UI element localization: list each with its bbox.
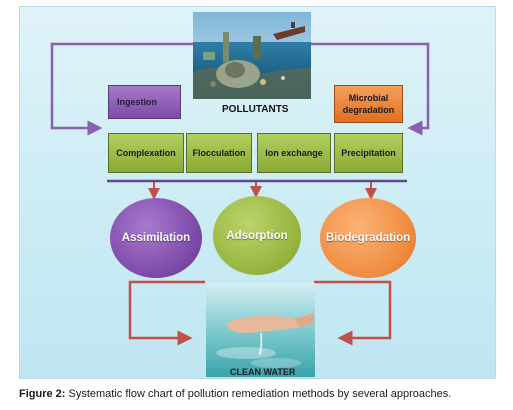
right-feed-arrow: [311, 42, 430, 136]
ion-exchange-label: Ion exchange: [265, 148, 323, 158]
complexation-box: Complexation: [108, 133, 184, 173]
flocculation-box: Flocculation: [186, 133, 252, 173]
pollutants-image: [193, 12, 311, 99]
biodegradation-ellipse: Biodegradation: [320, 198, 416, 278]
assimilation-label: Assimilation: [121, 232, 191, 244]
ingestion-label: Ingestion: [117, 97, 157, 107]
biodegradation-label: Biodegradation: [325, 232, 411, 244]
clean-water-label: CLEAN WATER: [230, 367, 296, 377]
figure-caption: Figure 2: Systematic flow chart of pollu…: [19, 388, 499, 400]
assimilation-ellipse: Assimilation: [110, 198, 202, 278]
caption-text: Systematic flow chart of pollution remed…: [65, 388, 452, 400]
ion-exchange-box: Ion exchange: [257, 133, 331, 173]
left-clean-arrow: [128, 280, 205, 346]
flocculation-label: Flocculation: [192, 148, 246, 158]
complexation-label: Complexation: [116, 148, 176, 158]
clean-water-image: [206, 283, 315, 377]
left-feed-arrow: [50, 42, 193, 136]
adsorption-ellipse: Adsorption: [213, 196, 301, 275]
microbial-degradation-box: Microbial degradation: [334, 85, 403, 123]
microbial-degradation-label: Microbial degradation: [342, 93, 395, 115]
caption-prefix: Figure 2:: [19, 388, 66, 400]
right-clean-arrow: [314, 280, 392, 346]
precipitation-label: Precipitation: [341, 148, 396, 158]
precipitation-box: Precipitation: [334, 133, 403, 173]
pollutants-label: POLLUTANTS: [222, 104, 289, 115]
adsorption-label: Adsorption: [226, 229, 288, 242]
ingestion-box: Ingestion: [108, 85, 181, 119]
